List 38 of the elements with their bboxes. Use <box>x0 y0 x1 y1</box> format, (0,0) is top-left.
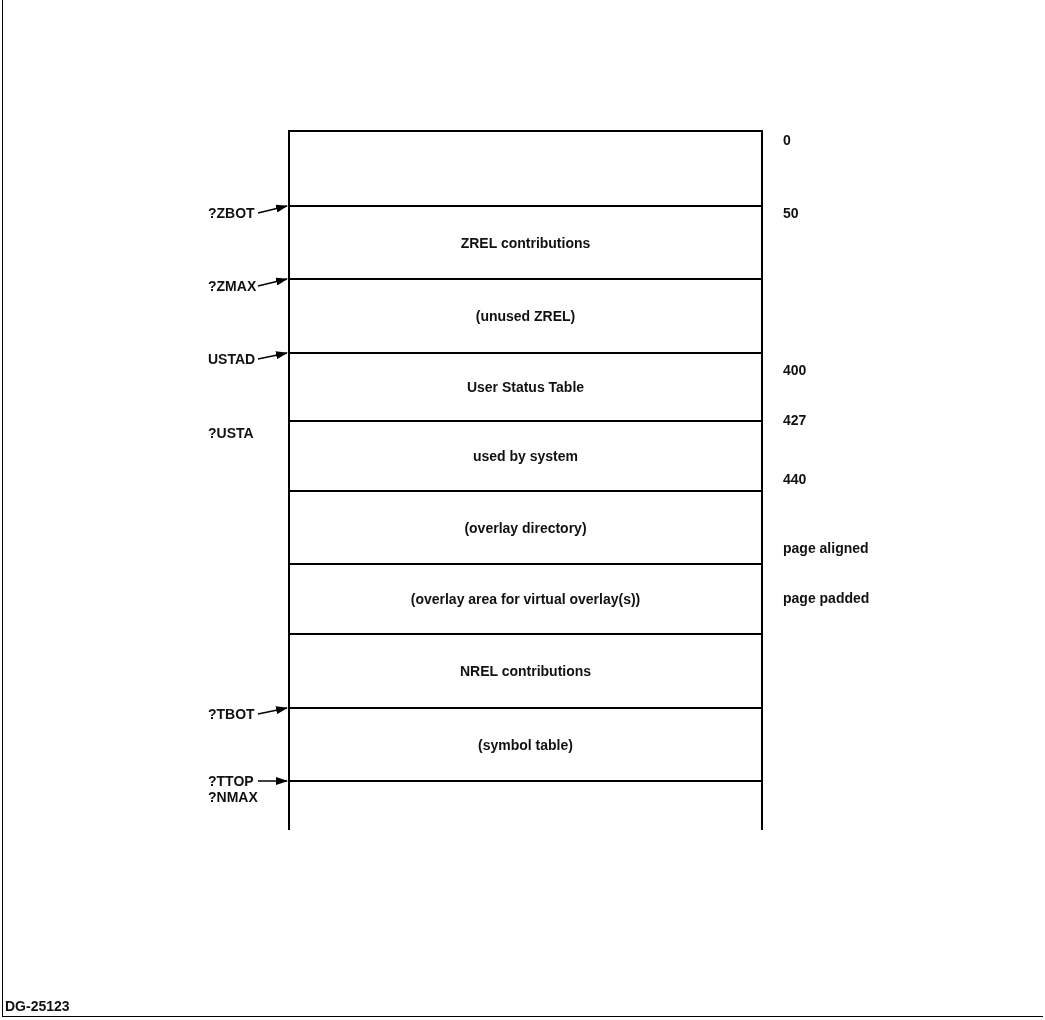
memory-segment <box>288 352 763 420</box>
pointer-label: USTAD <box>208 351 256 367</box>
segment-label: used by system <box>472 448 579 464</box>
arrow <box>257 277 288 287</box>
arrow <box>257 204 288 214</box>
memory-segment <box>288 563 763 633</box>
pointer-label: ?TTOP <box>208 773 254 789</box>
address-label: ?USTA <box>208 425 254 441</box>
figure-number: DG-25123 <box>5 998 70 1014</box>
segment-label: NREL contributions <box>459 663 592 679</box>
arrow <box>257 777 288 785</box>
address-label: 440 <box>783 471 807 487</box>
address-label: page aligned <box>783 540 869 556</box>
memory-segment <box>288 490 763 563</box>
address-label: 50 <box>783 205 799 221</box>
memory-segment <box>288 205 763 278</box>
memory-segment <box>288 420 763 490</box>
pointer-label: ?ZMAX <box>208 278 257 294</box>
empty-memory-segment <box>288 780 763 830</box>
segment-label: (symbol table) <box>478 736 573 753</box>
segment-label: (overlay directory) <box>464 519 587 536</box>
memory-segment <box>288 278 763 352</box>
address-label: page padded <box>783 590 870 606</box>
segment-label: (unused ZREL) <box>475 308 576 324</box>
arrow <box>257 706 288 715</box>
segment-label: User Status Table <box>466 379 585 395</box>
pointer-label: ?TBOT <box>208 706 255 722</box>
empty-memory-segment <box>288 130 763 205</box>
memory-segment <box>288 707 763 780</box>
arrow <box>257 351 288 360</box>
memory-segment <box>288 633 763 707</box>
address-label: 427 <box>783 412 807 428</box>
segment-label: ZREL contributions <box>460 234 591 251</box>
address-label: ?NMAX <box>208 789 258 805</box>
address-label: 400 <box>783 362 807 378</box>
pointer-label: ?ZBOT <box>208 205 255 221</box>
segment-label: (overlay area for virtual overlay(s)) <box>410 591 641 607</box>
address-label: 0 <box>783 132 791 148</box>
